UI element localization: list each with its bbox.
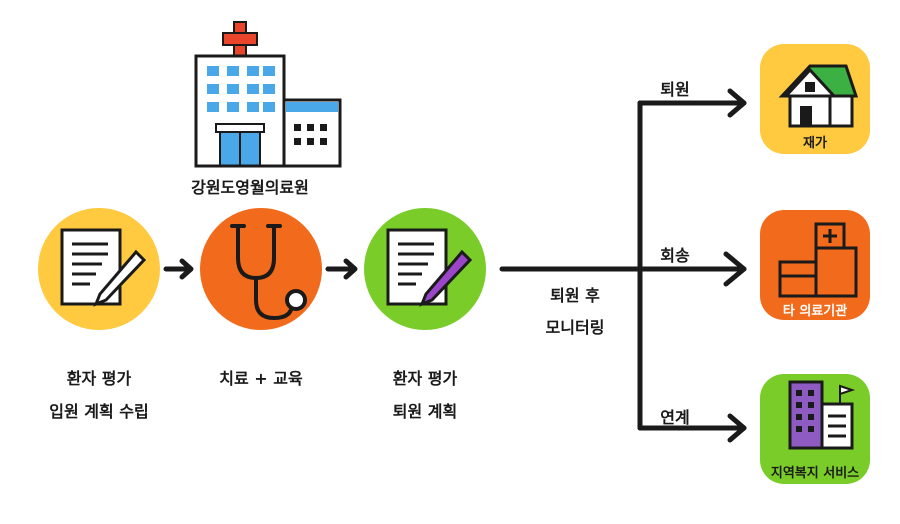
branch-label-transfer: 회송 [660,246,690,265]
step-circle-assessment-admission [38,208,160,330]
branch-label-link: 연계 [660,408,690,427]
dest-tile-home: 재가 [760,44,870,154]
branch-label-discharge: 퇴원 [660,80,690,99]
monitoring-line1: 퇴원 후 [550,286,600,305]
dest-welfare-label: 지역복지 서비스 [770,466,860,481]
step-1-line2: 입원 계획 수립 [49,402,149,421]
step-circle-treatment [200,208,322,330]
monitoring-line2: 모니터링 [545,318,605,337]
arrow-icon [163,258,194,280]
welfare-buildings-icon [788,380,856,450]
arrow-icon [325,258,358,280]
step-1-line1: 환자 평가 [66,369,132,388]
branch-arrows [499,88,747,443]
step-3-line1: 환자 평가 [392,369,458,388]
step-2-line1: 치료 + 교육 [219,369,303,388]
step-3-line2: 퇴원 계획 [392,402,458,421]
step-circle-assessment-discharge [364,208,486,330]
hospital-name: 강원도영월의료원 [191,178,309,197]
dest-home-label: 재가 [803,136,827,151]
dest-tile-welfare: 지역복지 서비스 [760,374,870,484]
dest-tile-other-hospital: 타 의료기관 [760,210,870,320]
house-icon [778,64,859,128]
dest-other-hospital-label: 타 의료기관 [782,304,848,319]
hospital-building-icon [778,222,858,298]
red-cross-icon [222,21,258,57]
